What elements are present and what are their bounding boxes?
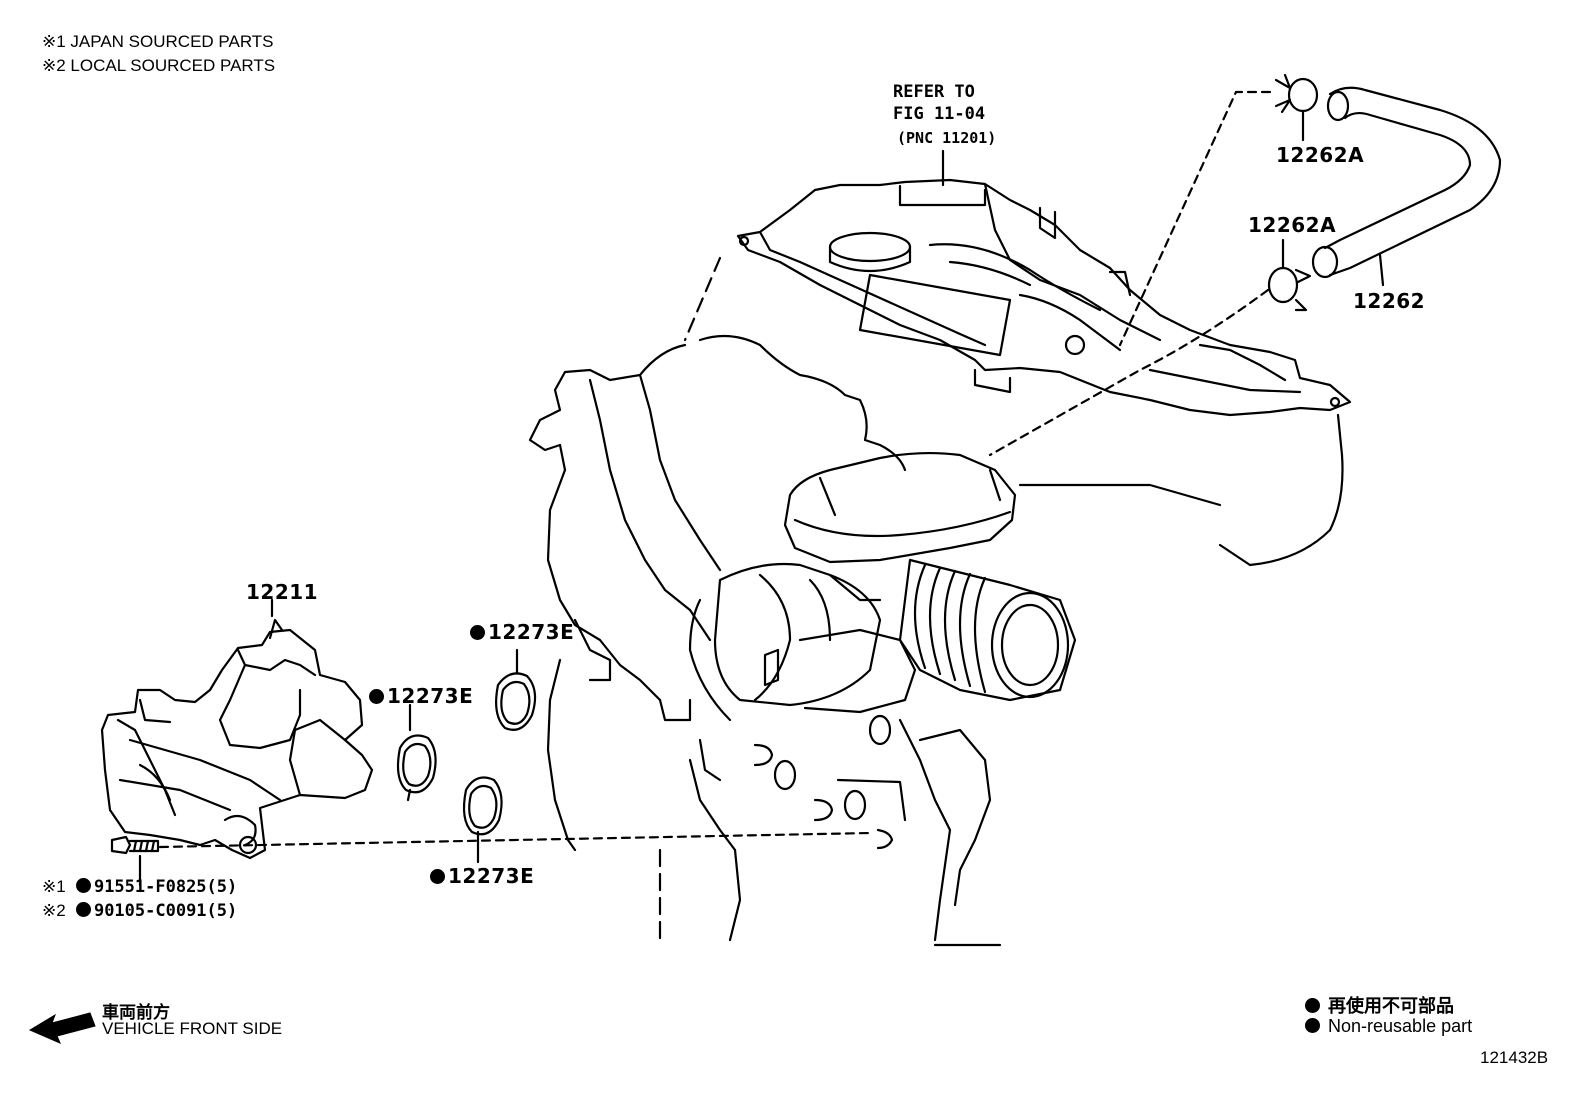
non-reusable-dot-icon xyxy=(75,878,91,893)
gasket-upper xyxy=(495,648,537,731)
non-reusable-dot-icon xyxy=(470,625,485,640)
intake-bracket xyxy=(100,598,374,860)
refer-to-label: REFER TO xyxy=(893,82,975,102)
part-label-bolt-local: ※2 90105-C0091(5) xyxy=(42,901,238,921)
non-reusable-dot-icon xyxy=(75,902,91,917)
dashed-leader-clamp xyxy=(988,288,1270,457)
refer-pnc-label: (PNC 11201) xyxy=(897,129,997,147)
engine-block xyxy=(528,256,1344,947)
cylinder-head-cover xyxy=(736,178,1352,417)
hose-clamp-top xyxy=(1274,73,1319,142)
note-japan-sourced: ※1 JAPAN SOURCED PARTS xyxy=(42,32,274,51)
flange-bolt xyxy=(110,835,160,887)
part-label-bracket: 12211 xyxy=(246,580,319,604)
part-label-bolt-japan: ※1 91551-F0825(5) xyxy=(42,877,238,897)
dashed-leader-bolt xyxy=(158,831,872,849)
non-reusable-dot-icon xyxy=(430,869,445,884)
gasket-lower xyxy=(462,776,503,864)
part-label-gasket-lower: 12273E xyxy=(430,864,534,888)
refer-fig-label: FIG 11-04 xyxy=(893,104,986,124)
legend-non-reusable-jp: 再使用不可部品 xyxy=(1305,992,1454,1018)
non-reusable-dot-icon xyxy=(1305,1018,1320,1033)
non-reusable-dot-icon xyxy=(1305,998,1320,1013)
part-label-clamp-bottom: 12262A xyxy=(1248,213,1337,237)
part-label-gasket-upper: 12273E xyxy=(470,620,574,644)
legend-non-reusable-en: Non-reusable part xyxy=(1305,1016,1472,1037)
gasket-middle xyxy=(396,703,437,802)
arrow-left-icon xyxy=(28,1012,96,1044)
part-label-clamp-top: 12262A xyxy=(1276,143,1365,167)
direction-label-jp: 車両前方 xyxy=(102,1003,170,1022)
direction-label-en: VEHICLE FRONT SIDE xyxy=(102,1019,283,1038)
pcv-hose xyxy=(1311,86,1502,287)
non-reusable-dot-icon xyxy=(369,689,384,704)
part-label-gasket-middle: 12273E xyxy=(369,684,473,708)
hose-clamp-bottom xyxy=(1267,238,1312,312)
part-label-hose: 12262 xyxy=(1353,289,1426,313)
note-local-sourced: ※2 LOCAL SOURCED PARTS xyxy=(42,56,276,75)
dashed-leader-hose xyxy=(1118,90,1272,347)
figure-id: 121432B xyxy=(1480,1048,1549,1067)
